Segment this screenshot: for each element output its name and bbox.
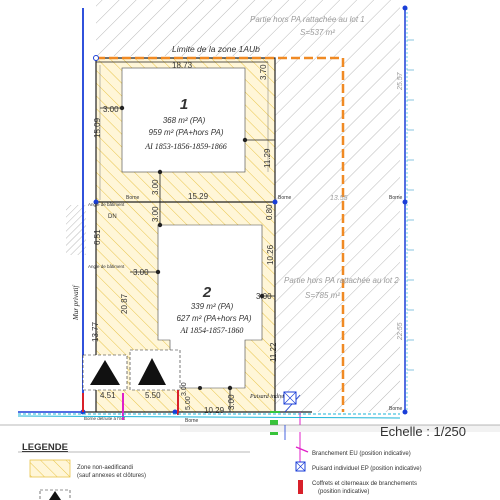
lot2-area-pa: 339 m² (PA) <box>191 302 234 311</box>
zone-limit-label: Limite de la zone 1AUb <box>172 44 260 54</box>
dim-11-22: 11.22 <box>269 342 278 362</box>
dn-label: DN <box>108 214 117 220</box>
dim-11-29: 11.29 <box>263 148 272 168</box>
dim-13-77: 13.77 <box>91 321 100 342</box>
dim-13-55: 13.55 <box>330 195 348 202</box>
dim-3-00-e: 3.00 <box>256 292 272 301</box>
lot2-area-total: 627 m² (PA+hors PA) <box>176 314 251 323</box>
legend-zone-swatch <box>29 459 71 478</box>
lot1-number: 1 <box>180 96 188 113</box>
legend-title: LEGENDE <box>22 442 68 453</box>
legend-zone-sublabel: (sauf annexes et clôtures) <box>77 473 146 479</box>
lot1-parcels: AI 1853-1856-1859-1866 <box>144 142 227 151</box>
outside-area-left <box>66 205 86 255</box>
legend-zone-label: Zone non-aedificandi <box>77 465 133 471</box>
lot1-area-pa: 368 m² (PA) <box>163 116 206 125</box>
dim-6-51: 6.51 <box>93 229 102 245</box>
dim-18-73: 18.73 <box>172 61 193 70</box>
dim-5-50: 5.50 <box>145 391 161 400</box>
dim-3-00-c: 3.00 <box>151 206 160 222</box>
top-area-label: Partie hors PA rattachée au lot 1 <box>250 15 365 24</box>
borne-label-4: Borne <box>389 406 403 412</box>
scale-label: Echelle : 1/250 <box>380 424 467 439</box>
angle-label-1: Angle de bâtiment <box>88 202 125 207</box>
borne-label-3: Borne <box>389 195 403 201</box>
dim-3-00-b: 3.00 <box>151 179 160 195</box>
access-triangles <box>82 349 181 391</box>
dim-15-09: 15.09 <box>93 117 102 138</box>
dim-22-55: 22.55 <box>397 322 404 341</box>
zone-non-aedificandi <box>96 58 275 412</box>
outside-area-right <box>275 56 400 412</box>
legend-coffrets-sublabel: (position indicative) <box>318 489 369 495</box>
dim-10-26: 10.26 <box>266 244 275 265</box>
dim-15-29: 15.29 <box>188 192 209 201</box>
dim-3-00-f: 3.00 <box>227 394 236 410</box>
puisard-label: Puisard individuel <box>249 394 295 400</box>
dim-10-29: 10.29 <box>204 406 225 415</box>
dim-20-87: 20.87 <box>120 293 129 314</box>
legend-eu-label: Branchement EU (position indicative) <box>312 451 411 457</box>
ecluse-label: Borne détruite à l'îlot <box>84 416 126 421</box>
legend: LEGENDE Zone non-aedificandi (sauf annex… <box>18 442 422 500</box>
right-area-surface: S=785 m² <box>305 291 340 300</box>
dim-5-00: 5.00 <box>185 396 192 410</box>
legend-coffrets-swatch <box>298 480 303 494</box>
lot2-parcels: AI 1854-1857-1860 <box>180 326 244 335</box>
borne-label-5: Borne <box>185 418 199 424</box>
borne-label-2: Borne <box>278 195 292 201</box>
legend-coffrets-label: Coffrets et citerneaux de branchements <box>312 481 417 487</box>
zone-limit-line <box>96 56 345 412</box>
legend-ep-label: Puisard individuel EP (position indicati… <box>312 466 422 472</box>
dim-3-00-d: 3.00 <box>133 268 149 277</box>
lot2-number: 2 <box>202 284 212 301</box>
outside-area-top <box>96 0 400 56</box>
right-area-label: Partie hors PA rattachée au lot 2 <box>284 276 399 285</box>
dim-4-51: 4.51 <box>100 391 116 400</box>
dim-0-80: 0.80 <box>265 204 274 220</box>
dim-3-00-a: 3.00 <box>103 105 119 114</box>
lot1-area-total: 959 m² (PA+hors PA) <box>148 128 223 137</box>
dim-3-70: 3.70 <box>259 64 268 80</box>
survey-markers <box>80 5 408 415</box>
legend-eu-swatch <box>295 446 309 453</box>
angle-label-2: Angle de bâtiment <box>88 264 125 269</box>
building-footprints <box>121 67 263 389</box>
dim-3-00-g: 3.00 <box>181 382 188 396</box>
dim-25-57: 25.57 <box>397 71 404 91</box>
road-label: Mur privatif <box>72 285 80 321</box>
borne-label-1: Borne <box>126 195 140 201</box>
top-area-surface: S=537 m² <box>300 28 335 37</box>
